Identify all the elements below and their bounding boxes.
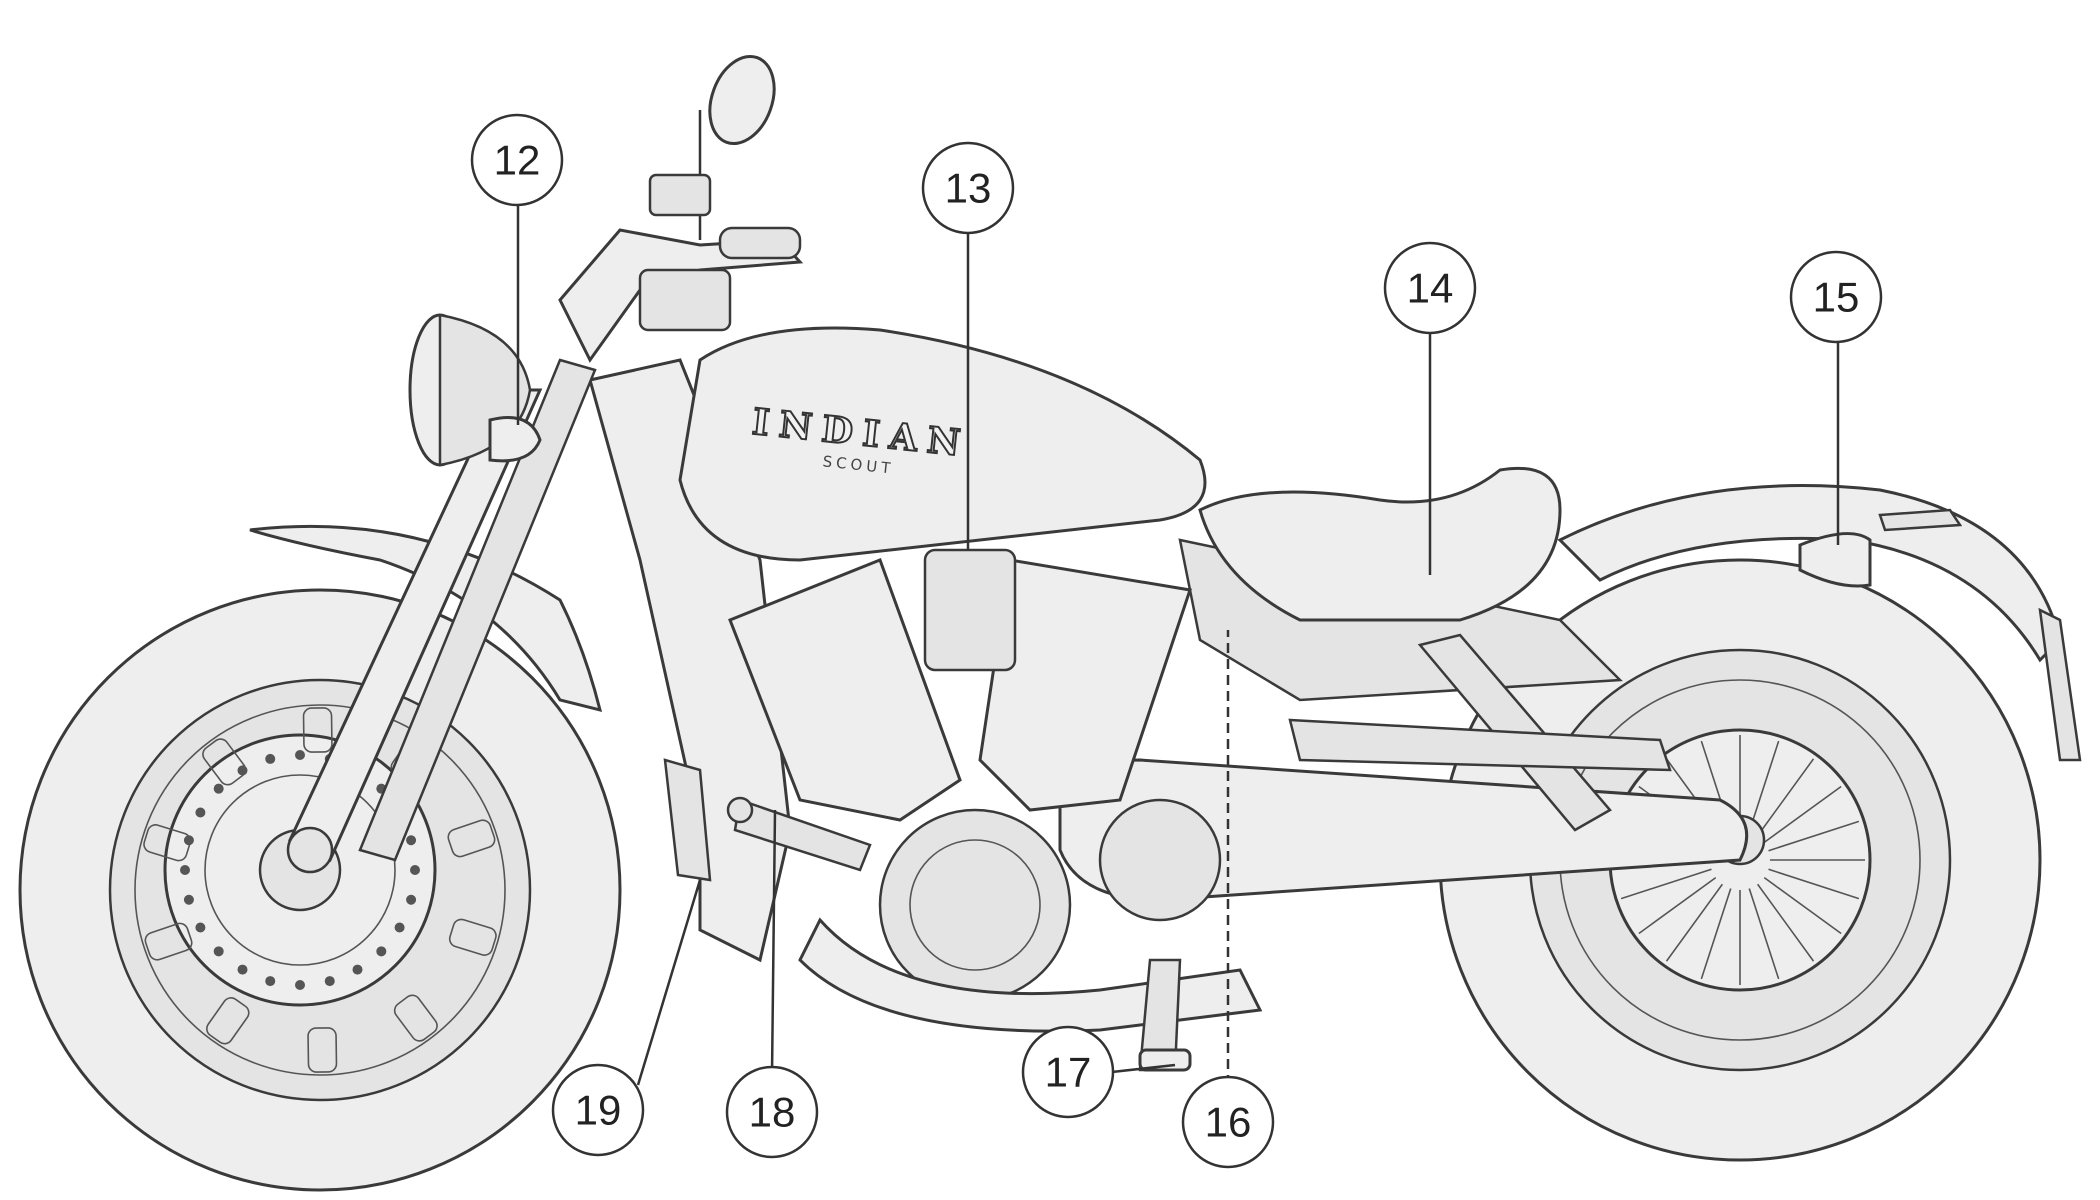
rear-wheel-spoke [1748, 888, 1780, 980]
svg-text:17: 17 [1045, 1049, 1092, 1096]
front-wheel-cutout [447, 819, 496, 858]
handlebar [558, 54, 804, 363]
callout-16: 16 [1181, 1075, 1275, 1169]
brake-disc-hole [324, 976, 335, 987]
brake-disc-hole [406, 894, 417, 905]
svg-text:16: 16 [1205, 1099, 1252, 1146]
callout-17: 17 [1021, 1025, 1115, 1119]
front-turn-signal [488, 416, 542, 463]
rear-wheel-spoke [1768, 868, 1860, 900]
seat [1198, 466, 1562, 622]
brake-disc-hole [394, 922, 405, 933]
brake-disc-hole [410, 865, 420, 875]
brake-disc-hole [213, 783, 224, 794]
leader-lines [516, 200, 1840, 1086]
headlight [408, 313, 532, 467]
brake-disc-hole [195, 922, 206, 933]
callout-19: 19 [551, 1063, 645, 1157]
brake-disc-hole [352, 964, 363, 975]
callout-12: 12 [470, 113, 564, 207]
license-plate-bracket [1878, 508, 2082, 762]
rear-brake-pedal [1138, 958, 1192, 1072]
brake-disc-hole [183, 894, 194, 905]
brake-disc-hole [265, 753, 276, 764]
rear-wheel-spoke [1665, 883, 1724, 962]
callout-14: 14 [1383, 241, 1477, 335]
rear-wheel-spoke [1763, 876, 1842, 935]
front-wheel-cutout [143, 824, 192, 862]
rear-wheel-spoke [1756, 758, 1815, 837]
brake-disc-hole [183, 835, 194, 846]
brake-disc-hole [376, 946, 387, 957]
front-fork [286, 358, 597, 874]
rear-wheel-spoke [1768, 820, 1860, 852]
fuel-tank [678, 326, 1207, 562]
front-wheel-cutout [206, 997, 250, 1045]
front-wheel-cutout [202, 738, 247, 786]
brake-disc-hole [265, 976, 276, 987]
front-wheel-cutout [302, 707, 333, 753]
rear-wheel-spoke [1620, 868, 1712, 900]
front-wheel-cutout [393, 994, 438, 1042]
rear-wheel-spoke [1763, 785, 1842, 844]
radiator [663, 758, 712, 882]
rear-wheel-spoke [1638, 876, 1717, 935]
brake-disc-hole [406, 835, 417, 846]
brake-disc-hole [295, 980, 305, 990]
svg-text:12: 12 [494, 137, 541, 184]
callout-18: 18 [725, 1065, 819, 1159]
tail-light [1798, 532, 1872, 588]
brake-disc-hole [213, 946, 224, 957]
shift-lever [726, 796, 872, 872]
brake-disc-hole [180, 865, 190, 875]
svg-text:15: 15 [1813, 274, 1860, 321]
front-wheel-cutout [448, 918, 497, 956]
callout-13: 13 [921, 141, 1015, 235]
brake-disc-hole [295, 750, 305, 760]
front-wheel [18, 588, 622, 1192]
brake-disc-hole [195, 807, 206, 818]
svg-text:13: 13 [945, 165, 992, 212]
svg-text:14: 14 [1407, 265, 1454, 312]
front-wheel-cutout [144, 922, 193, 961]
rear-wheel-spoke [1748, 740, 1780, 832]
rear-wheel-spoke [1700, 888, 1732, 980]
callout-15: 15 [1789, 250, 1883, 344]
svg-text:18: 18 [749, 1089, 796, 1136]
belt-guard [1288, 718, 1672, 772]
svg-text:19: 19 [575, 1087, 622, 1134]
brake-disc-hole [237, 964, 248, 975]
rear-wheel-spoke [1756, 883, 1815, 962]
engine [728, 548, 1263, 1033]
front-wheel-cutout [307, 1027, 338, 1073]
